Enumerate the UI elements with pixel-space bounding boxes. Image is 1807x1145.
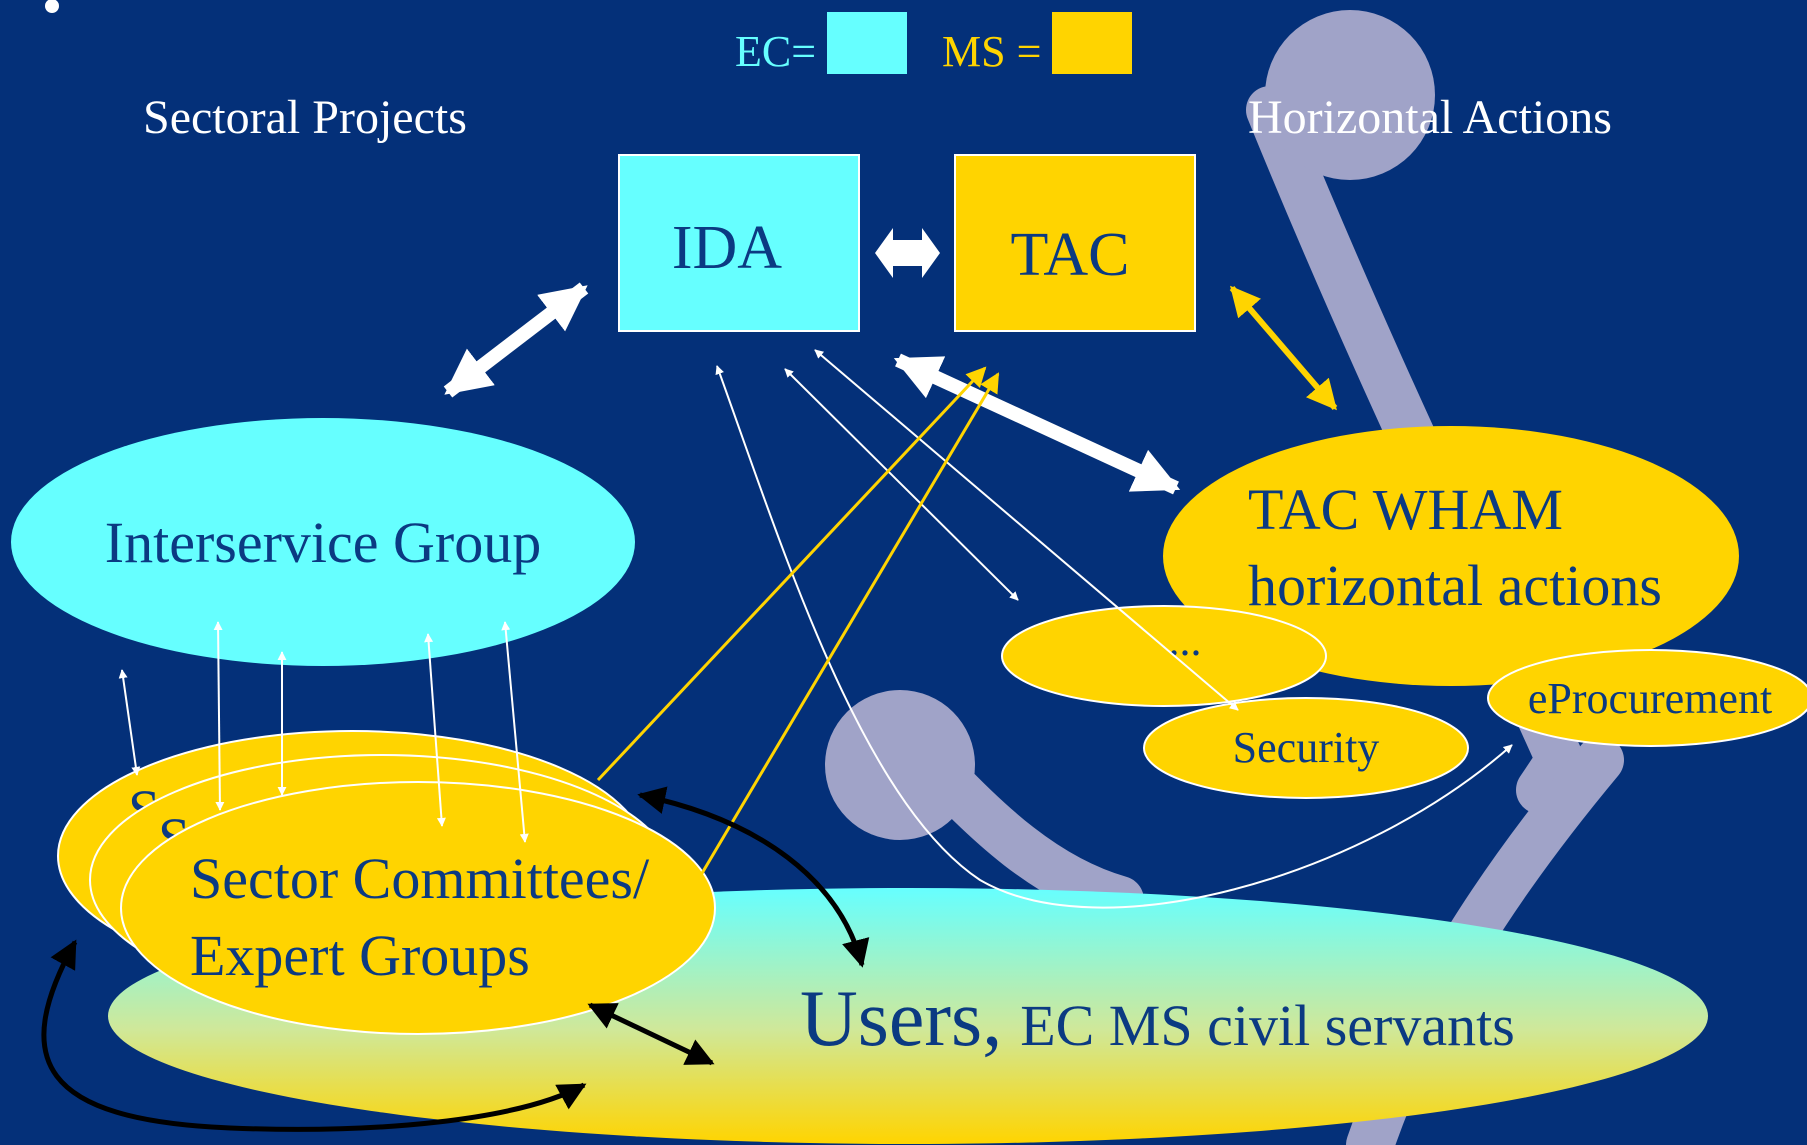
interservice-sector-arrow-1 — [118, 669, 141, 776]
ida-eprocurement-curve-arrow — [715, 365, 1513, 909]
sector-committee-line2: Expert Groups — [190, 923, 530, 988]
tac-label: TAC — [1010, 221, 1129, 289]
legend-ec-swatch — [827, 12, 907, 74]
ida-tacwham-arrow — [893, 353, 1181, 495]
interservice-sector-arrow-5 — [501, 621, 529, 843]
eprocurement-label: eProcurement — [1528, 674, 1772, 723]
security-label: Security — [1233, 723, 1380, 772]
legend-ms-swatch — [1052, 12, 1132, 74]
tac-wham-line1: TAC WHAM — [1248, 477, 1563, 542]
ida-tac-double-arrow — [875, 228, 940, 278]
legend: EC= MS = — [735, 12, 1132, 76]
users-main-label: Users, — [800, 975, 1002, 1063]
ida-box — [618, 154, 860, 332]
ellipsis-ellipse — [1001, 605, 1327, 707]
ellipsis-label: ... — [1169, 616, 1202, 665]
header-horizontal-actions: Horizontal Actions — [1248, 91, 1612, 144]
users-loop-arrow — [41, 939, 587, 1132]
legend-ms-label: MS = — [942, 27, 1041, 76]
decor-top-icon — [1265, 10, 1435, 180]
interservice-group-ellipse — [11, 418, 635, 666]
interservice-sector-arrow-4 — [424, 633, 446, 827]
tac-tacwham-arrow — [1229, 285, 1338, 411]
interservice-sector-arrow-2 — [213, 621, 225, 811]
users-sub-label: EC MS civil servants — [1020, 993, 1515, 1058]
sector-users-curve-arrow — [637, 786, 870, 968]
decor-bottom-icon — [825, 690, 975, 840]
decor-corner-dot — [45, 0, 59, 13]
interservice-group-label: Interservice Group — [105, 510, 541, 575]
tac-wham-line2: horizontal actions — [1248, 553, 1662, 618]
legend-ec-label: EC= — [735, 27, 816, 76]
ida-label: IDA — [672, 214, 782, 282]
sector-tac-arrow-1 — [596, 366, 987, 782]
sector-users-short-arrow — [587, 1002, 715, 1066]
sector-committee-line1: Sector Committees/ — [190, 846, 650, 911]
users-label: Users, EC MS civil servants — [800, 975, 1515, 1063]
header-sectoral-projects: Sectoral Projects — [143, 91, 467, 144]
ida-sectoral-arrow — [443, 282, 589, 398]
tac-box — [954, 154, 1196, 332]
